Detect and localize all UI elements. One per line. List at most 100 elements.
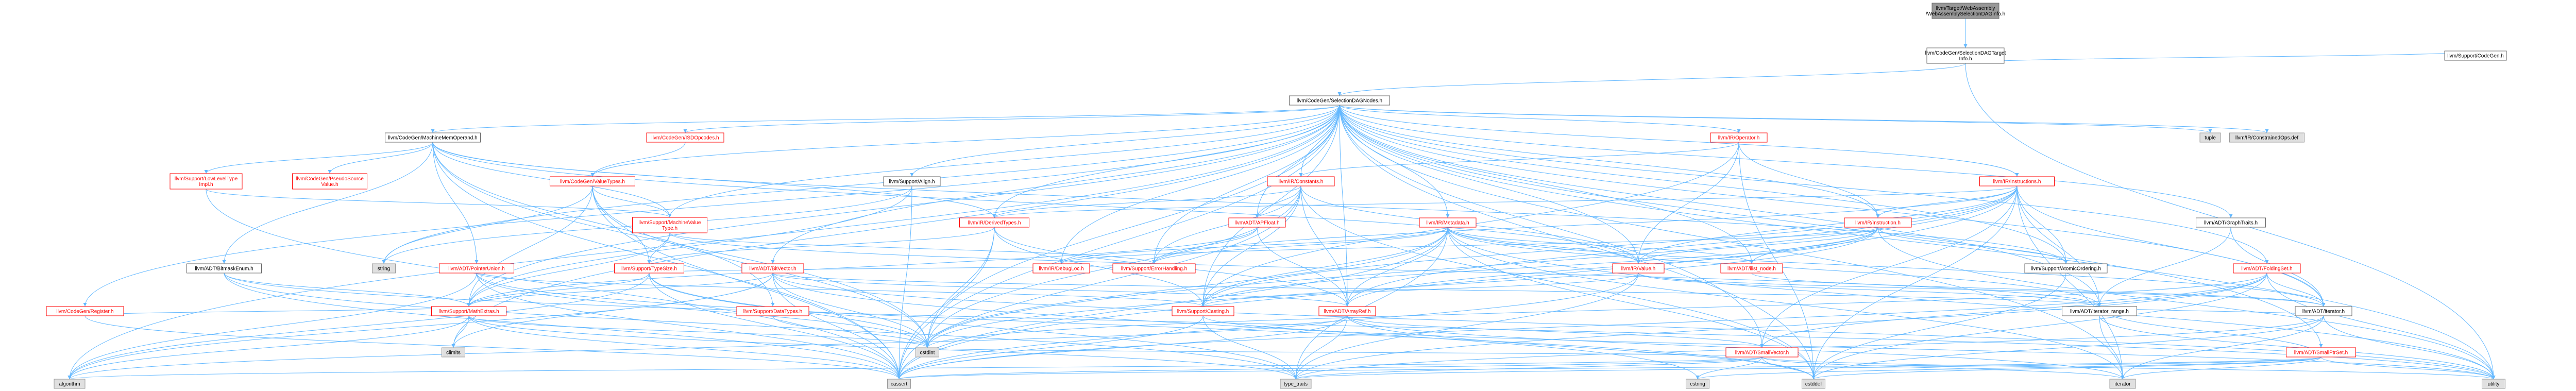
node-typesize[interactable]: llvm/Support/TypeSize.h (614, 263, 684, 274)
node-label: llvm/ADT/GraphTraits.h (2204, 220, 2258, 226)
edge-smallvector-to-iterator (1761, 356, 2125, 380)
node-label: llvm/ADT/iterator.h (2302, 309, 2345, 315)
node-foldingset[interactable]: llvm/ADT/FoldingSet.h (2233, 263, 2301, 274)
node-casting[interactable]: llvm/Support/Casting.h (1172, 306, 1234, 316)
node-algorithm: algorithm (54, 379, 86, 389)
node-ptrunion[interactable]: llvm/ADT/PointerUnion.h (439, 263, 514, 274)
node-itrange[interactable]: llvm/ADT/iterator_range.h (2062, 306, 2137, 316)
edge-foldingset-to-utility (2266, 273, 2496, 380)
edge-sdnodes-to-ilist (1339, 105, 1754, 264)
node-bitvector[interactable]: llvm/ADT/BitVector.h (741, 263, 804, 274)
node-smallvector[interactable]: llvm/ADT/SmallVector.h (1725, 347, 1799, 358)
edge-mvt-to-errhandling (669, 232, 1156, 264)
node-label: llvm/IR/Metadata.h (1426, 220, 1469, 226)
edge-metadata-to-type_traits (1294, 227, 1448, 380)
node-box (2233, 263, 2301, 274)
node-constrainedops: llvm/IR/ConstrainedOps.def (2229, 132, 2304, 143)
node-bitmask[interactable]: llvm/ADT/BitmaskEnum.h (187, 263, 262, 274)
node-ilist[interactable]: llvm/ADT/ilist_node.h (1720, 263, 1783, 274)
node-climits: climits (442, 347, 465, 358)
edge-lowlevel-to-mvt (206, 189, 672, 218)
edge-instructions-to-itrange (2016, 185, 2102, 307)
node-label: string (378, 266, 390, 272)
node-label: llvm/CodeGen/PseudoSource (296, 176, 364, 182)
node-box (1228, 217, 1286, 228)
edge-sdnodes-to-mmo (431, 105, 1340, 133)
edge-typesize-to-cassert (649, 273, 901, 380)
edge-valuetypes-to-mathextras (467, 185, 593, 307)
edge-sdnodes-to-iterator (1339, 105, 2125, 380)
edge-sdnodes-to-instruction (1339, 105, 1880, 218)
node-box (2444, 50, 2507, 61)
node-instructions[interactable]: llvm/IR/Instructions.h (1979, 176, 2055, 186)
node-sdnodes[interactable]: llvm/CodeGen/SelectionDAGNodes.h (1289, 95, 1390, 106)
node-box (2196, 217, 2266, 228)
node-value[interactable]: llvm/IR/Value.h (1612, 263, 1665, 274)
edge-smallvector-to-cassert (897, 356, 1762, 380)
node-datatypes[interactable]: llvm/Support/DataTypes.h (736, 306, 809, 316)
node-label: llvm/Support/Casting.h (1177, 309, 1229, 315)
node-iteratorh[interactable]: llvm/ADT/iterator.h (2295, 306, 2352, 316)
edge-iteratorh-to-type_traits (1294, 315, 2324, 380)
edge-derivedtypes-to-typesize (647, 227, 995, 264)
node-graphtraits[interactable]: llvm/ADT/GraphTraits.h (2196, 217, 2266, 228)
node-mathextras[interactable]: llvm/Support/MathExtras.h (431, 306, 506, 316)
edge-register-to-cassert (84, 315, 901, 380)
edge-foldingset-to-cstddef (1811, 273, 2267, 380)
node-codegen[interactable]: llvm/Support/CodeGen.h (2444, 50, 2507, 61)
node-isdopcodes[interactable]: llvm/CodeGen/ISDOpcodes.h (646, 132, 724, 143)
edge-ptrunion-to-cstddef (476, 273, 1816, 380)
edge-arrayref-to-smallvector (1347, 315, 1764, 348)
node-apfloat[interactable]: llvm/ADT/APFloat.h (1228, 217, 1286, 228)
node-debugloc[interactable]: llvm/IR/DebugLoc.h (1032, 263, 1090, 274)
node-label: llvm/Support/MathExtras.h (438, 309, 499, 315)
edge-sdnodes-to-mvt (668, 105, 1340, 218)
edge-sdnodes-to-string (382, 105, 1340, 264)
node-derivedtypes[interactable]: llvm/IR/DerivedTypes.h (959, 217, 1029, 228)
node-constants[interactable]: llvm/IR/Constants.h (1267, 176, 1335, 186)
node-box (439, 263, 514, 274)
edge-smallptrset-to-cassert (897, 356, 2321, 380)
node-errhandling[interactable]: llvm/Support/ErrorHandling.h (1112, 263, 1196, 274)
node-label: llvm/IR/Value.h (1621, 266, 1656, 272)
node-register[interactable]: llvm/CodeGen/Register.h (46, 306, 124, 316)
node-atomic[interactable]: llvm/Support/AtomicOrdering.h (2024, 263, 2108, 274)
edge-lowlevel-to-cassert (206, 189, 901, 380)
edge-instruction-to-cstdint (925, 227, 1878, 348)
edge-instructions-to-cstddef (1811, 185, 2018, 380)
edge-derivedtypes-to-casting (994, 227, 1205, 307)
node-operator[interactable]: llvm/IR/Operator.h (1710, 132, 1768, 143)
node-arrayref[interactable]: llvm/ADT/ArrayRef.h (1318, 306, 1376, 316)
edge-sdtinfo-to-codegen (1965, 50, 2477, 64)
edge-arrayref-to-algorithm (67, 315, 1348, 380)
edge-sdnodes-to-register (83, 105, 1340, 307)
edge-mmo-to-cstdint (432, 142, 929, 348)
node-alignh[interactable]: llvm/Support/Align.h (883, 176, 941, 186)
edge-bitvector-to-cstdint (772, 273, 929, 348)
edge-smallvector-to-algorithm (68, 356, 1762, 380)
node-box (1926, 47, 2005, 64)
edge-smallptrset-to-cstring (1696, 356, 2321, 380)
edge-casting-to-cassert (897, 315, 1204, 380)
node-box (372, 263, 396, 274)
node-box (614, 263, 684, 274)
edge-mmo-to-bitmask (222, 142, 433, 264)
edge-sdnodes-to-valuetypes (590, 105, 1340, 177)
node-label: llvm/Support/LowLevelType (175, 176, 238, 182)
edge-mmo-to-ptrunion (432, 142, 479, 264)
edge-foldingset-to-type_traits (1294, 273, 2267, 380)
edge-bitvector-to-climits (451, 273, 773, 348)
node-smallptrset[interactable]: llvm/ADT/SmallPtrSet.h (2286, 347, 2356, 358)
node-mmo[interactable]: llvm/CodeGen/MachineMemOperand.h (385, 132, 481, 143)
node-valuetypes[interactable]: llvm/CodeGen/ValueTypes.h (550, 176, 635, 186)
node-instruction[interactable]: llvm/IR/Instruction.h (1844, 217, 1912, 228)
node-metadata[interactable]: llvm/IR/Metadata.h (1419, 217, 1477, 228)
edge-smallptrset-to-iterator (2121, 356, 2321, 380)
node-box (1318, 306, 1376, 316)
edge-ptrunion-to-cassert (476, 273, 901, 380)
